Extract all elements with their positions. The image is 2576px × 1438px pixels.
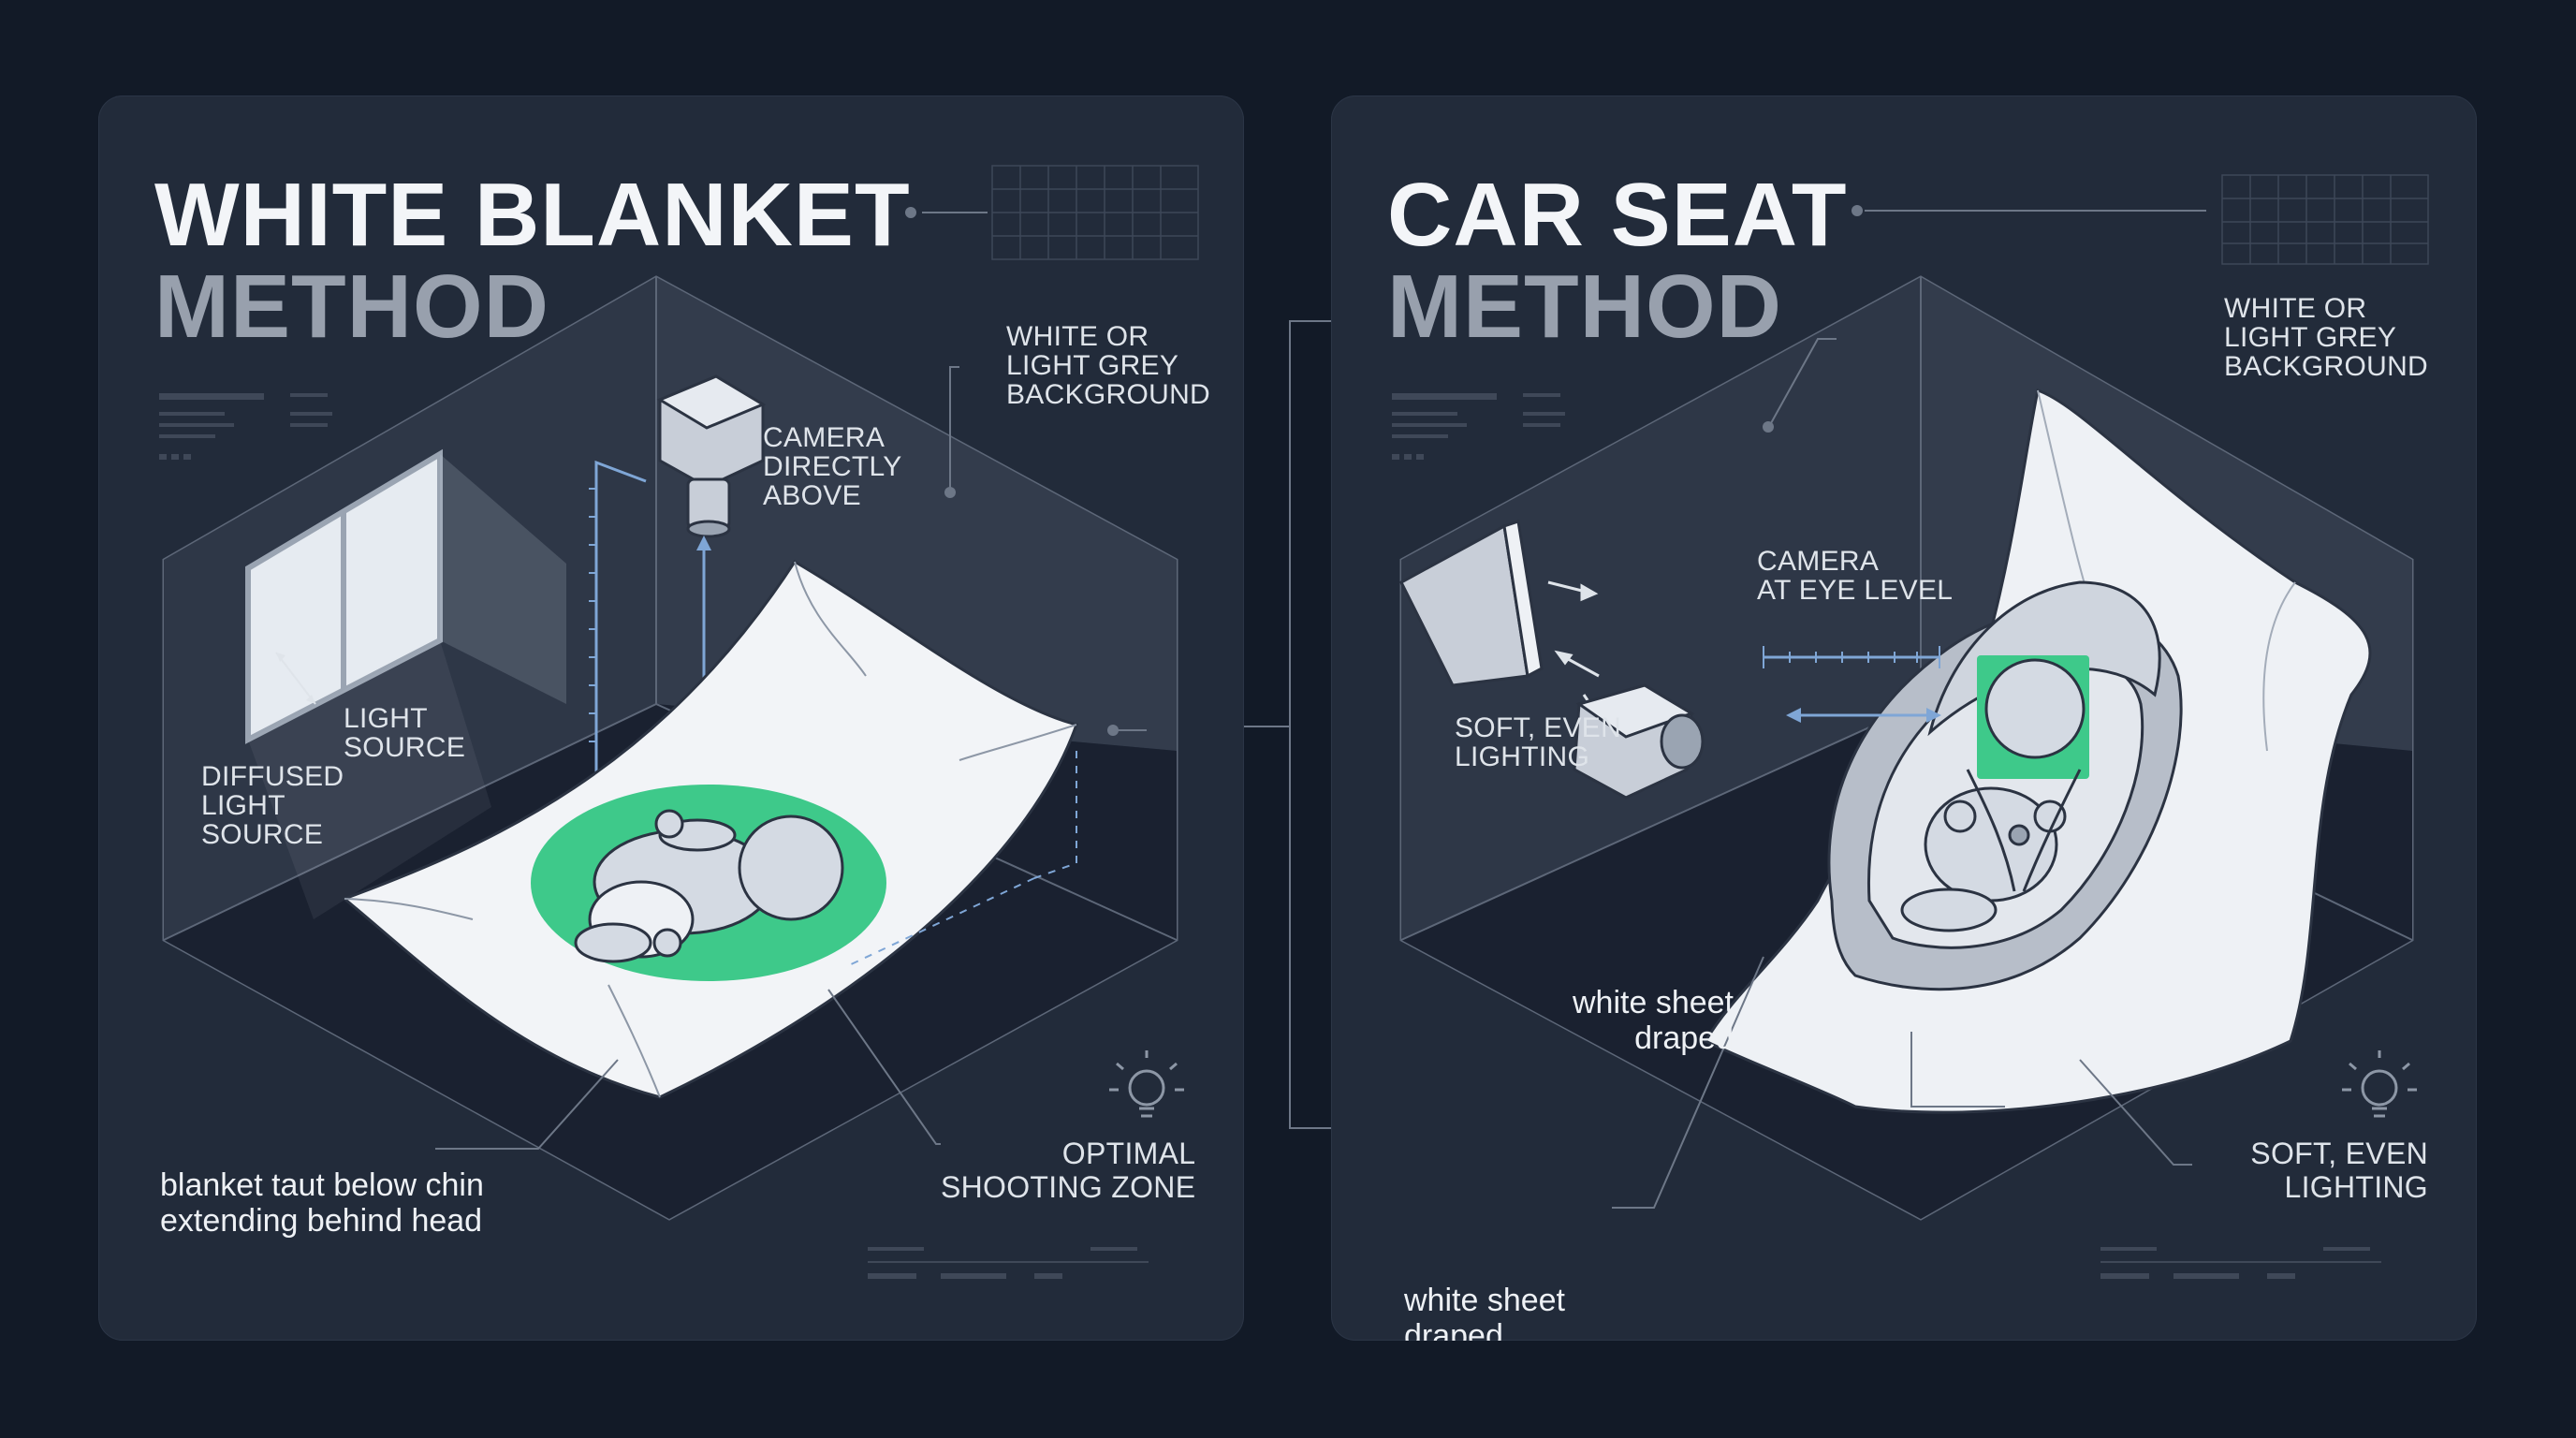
car-seat-panel: CAR SEAT METHOD WHITE OR LIGHT GREY BACK…: [1331, 95, 2477, 1341]
blanket-caption: blanket taut below chin extending behind…: [160, 1167, 484, 1239]
zone-label: OPTIMAL SHOOTING ZONE: [941, 1137, 1196, 1204]
camera-label: CAMERA DIRECTLY ABOVE: [763, 422, 902, 511]
grid-decoration: [991, 165, 1199, 260]
light-source-label: LIGHT SOURCE: [344, 703, 466, 763]
title-line-2: METHOD: [1387, 257, 1782, 357]
lightbulb-icon: [1109, 1050, 1184, 1118]
white-blanket-panel: WHITE BLANKET METHOD WHITE OR LIGHT GREY…: [98, 95, 1244, 1341]
lighting-label-right: SOFT, EVEN LIGHTING: [2250, 1137, 2428, 1204]
sheet-caption-outer: white sheet draped: [1404, 1283, 1565, 1341]
camera-icon: [1573, 683, 1705, 800]
window-icon: [245, 448, 566, 919]
baby-figure: [1900, 658, 2086, 932]
lighting-label-left: SOFT, EVEN LIGHTING: [1455, 712, 1622, 772]
title-line-2: METHOD: [154, 257, 549, 357]
car-seat-illustration: [1392, 174, 2429, 1279]
softbox-icon: [1399, 520, 1544, 687]
diffused-light-label: DIFFUSED LIGHT SOURCE: [201, 761, 344, 850]
grid-decoration: [2221, 174, 2429, 265]
background-label: WHITE OR LIGHT GREY BACKGROUND: [1006, 321, 1211, 410]
white-blanket-illustration: [159, 165, 1199, 1279]
camera-label: CAMERA AT EYE LEVEL: [1757, 546, 1954, 606]
sheet-caption-inner: white sheet draped: [1573, 985, 1734, 1056]
camera-icon: [656, 374, 767, 538]
baby-figure: [574, 809, 844, 963]
title-line-1: WHITE BLANKET: [154, 165, 911, 265]
background-label: WHITE OR LIGHT GREY BACKGROUND: [2224, 293, 2429, 382]
lightbulb-icon: [2342, 1050, 2417, 1118]
title-line-1: CAR SEAT: [1387, 165, 1848, 265]
